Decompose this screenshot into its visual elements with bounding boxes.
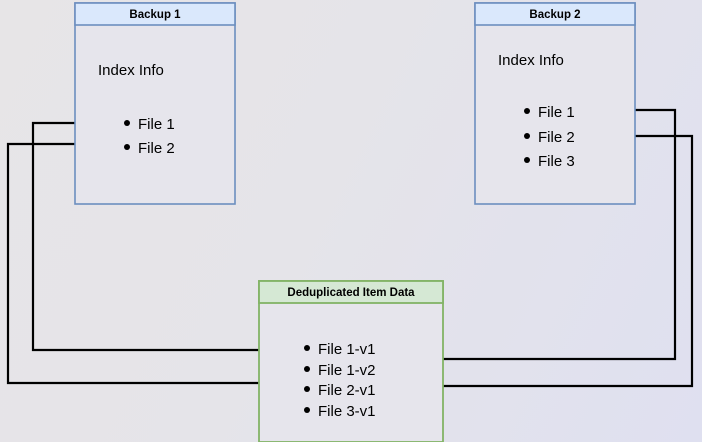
list-item: File 1-v1	[318, 341, 376, 358]
list-item: File 1-v2	[318, 362, 376, 379]
bullet-icon	[304, 386, 310, 392]
box-dedup-header-bar	[258, 280, 444, 304]
list-item: File 2-v1	[318, 382, 376, 399]
bullet-icon	[304, 407, 310, 413]
bullet-icon	[524, 108, 530, 114]
box-backup2-body-label: Index Info	[498, 52, 564, 69]
box-backup1-header-label: Backup 1	[129, 9, 181, 21]
list-item: File 2	[538, 129, 575, 146]
list-item: File 3	[538, 153, 575, 170]
bullet-icon	[304, 366, 310, 372]
box-backup1[interactable]: Backup 1 Index Info File 1 File 2	[74, 2, 236, 205]
box-backup2-header-label: Backup 2	[529, 9, 580, 21]
box-backup2-body	[474, 2, 636, 205]
box-backup2-header-bar	[474, 2, 636, 26]
bullet-icon	[524, 157, 530, 163]
connector-backup1-file2-to-dedup-file2v1	[6, 142, 297, 387]
list-item: File 3-v1	[318, 403, 376, 420]
box-dedup[interactable]: Deduplicated Item Data File 1-v1 File 1-…	[258, 280, 444, 442]
box-dedup-body	[258, 280, 444, 442]
box-backup2[interactable]: Backup 2 Index Info File 1 File 2 File 3	[474, 2, 636, 205]
list-item: File 2	[138, 140, 175, 157]
list-item: File 1	[138, 116, 175, 133]
bullet-icon	[304, 345, 310, 351]
bullet-icon	[124, 120, 130, 126]
bullet-icon	[124, 144, 130, 150]
box-backup1-body	[74, 2, 236, 205]
box-backup1-body-label: Index Info	[98, 62, 164, 79]
list-item: File 1	[538, 104, 575, 121]
box-backup1-header-bar	[74, 2, 236, 26]
connector-backup2-file2-to-dedup-file2v1	[393, 134, 694, 390]
bullet-icon	[524, 133, 530, 139]
box-dedup-header-label: Deduplicated Item Data	[287, 287, 415, 299]
